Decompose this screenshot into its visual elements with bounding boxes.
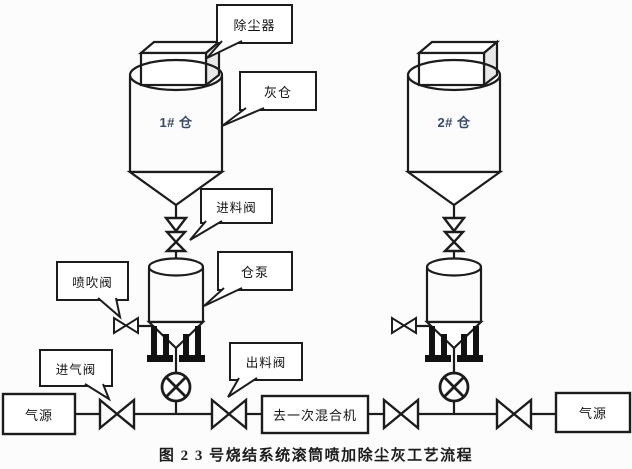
ash-bin-label: 灰仓 (263, 84, 292, 100)
rotary-valve-icon-2 (438, 348, 470, 414)
blow-valve-icon-1 (113, 316, 152, 335)
blow-valve-label: 喷吹阀 (72, 275, 113, 290)
pump-vessel-1 (146, 257, 206, 350)
mixer-box (260, 394, 370, 435)
bin2-label: 2# 仓 (437, 114, 471, 130)
air-source-right-label: 气源 (578, 406, 607, 421)
callout-pump (203, 251, 293, 307)
callout-feed-valve (189, 188, 273, 241)
dust-collector-label: 除尘器 (233, 17, 276, 33)
figure-caption: 图 2 3 号烧结系统滚筒喷加除尘灰工艺流程 (158, 447, 474, 464)
air-source-box-left (1, 392, 77, 436)
rotary-valve-icon-1 (160, 348, 192, 414)
callout-dust-collector (206, 4, 293, 59)
callout-ash-bin (221, 71, 317, 127)
feed-valve-label: 进料阀 (216, 200, 257, 215)
air-source-left-label: 气源 (24, 407, 53, 423)
to-mixer-label: 去一次混合机 (272, 408, 357, 423)
ash-bin-cylinder-2 (404, 58, 504, 207)
inlet-valve-label: 进气阀 (55, 362, 97, 377)
feed-valve-icon-1 (163, 205, 189, 259)
pump-legs-2 (425, 326, 483, 362)
pump-label: 仓泵 (240, 264, 269, 280)
callout-inlet-valve (39, 349, 113, 402)
dust-collector-box-2 (415, 39, 501, 88)
bin1-assembly (113, 39, 226, 414)
bin2-assembly (391, 39, 504, 414)
discharge-valve-icon (210, 397, 248, 431)
feed-valve-icon-2 (441, 205, 467, 259)
pump-vessel-2 (424, 257, 484, 350)
inlet-valve-icon-right (495, 397, 533, 431)
inlet-valve-icon (98, 397, 136, 431)
blow-valve-icon-2 (391, 316, 430, 335)
air-source-box-right (554, 391, 632, 434)
bin1-label: 1# 仓 (159, 114, 193, 130)
callout-discharge-valve (227, 342, 303, 398)
discharge-valve-label: 出料阀 (245, 356, 287, 370)
pump-legs-1 (147, 326, 205, 362)
discharge-valve-icon-right (382, 397, 420, 431)
callout-blow-valve (56, 261, 129, 320)
ash-bin-cylinder-1 (126, 58, 226, 207)
